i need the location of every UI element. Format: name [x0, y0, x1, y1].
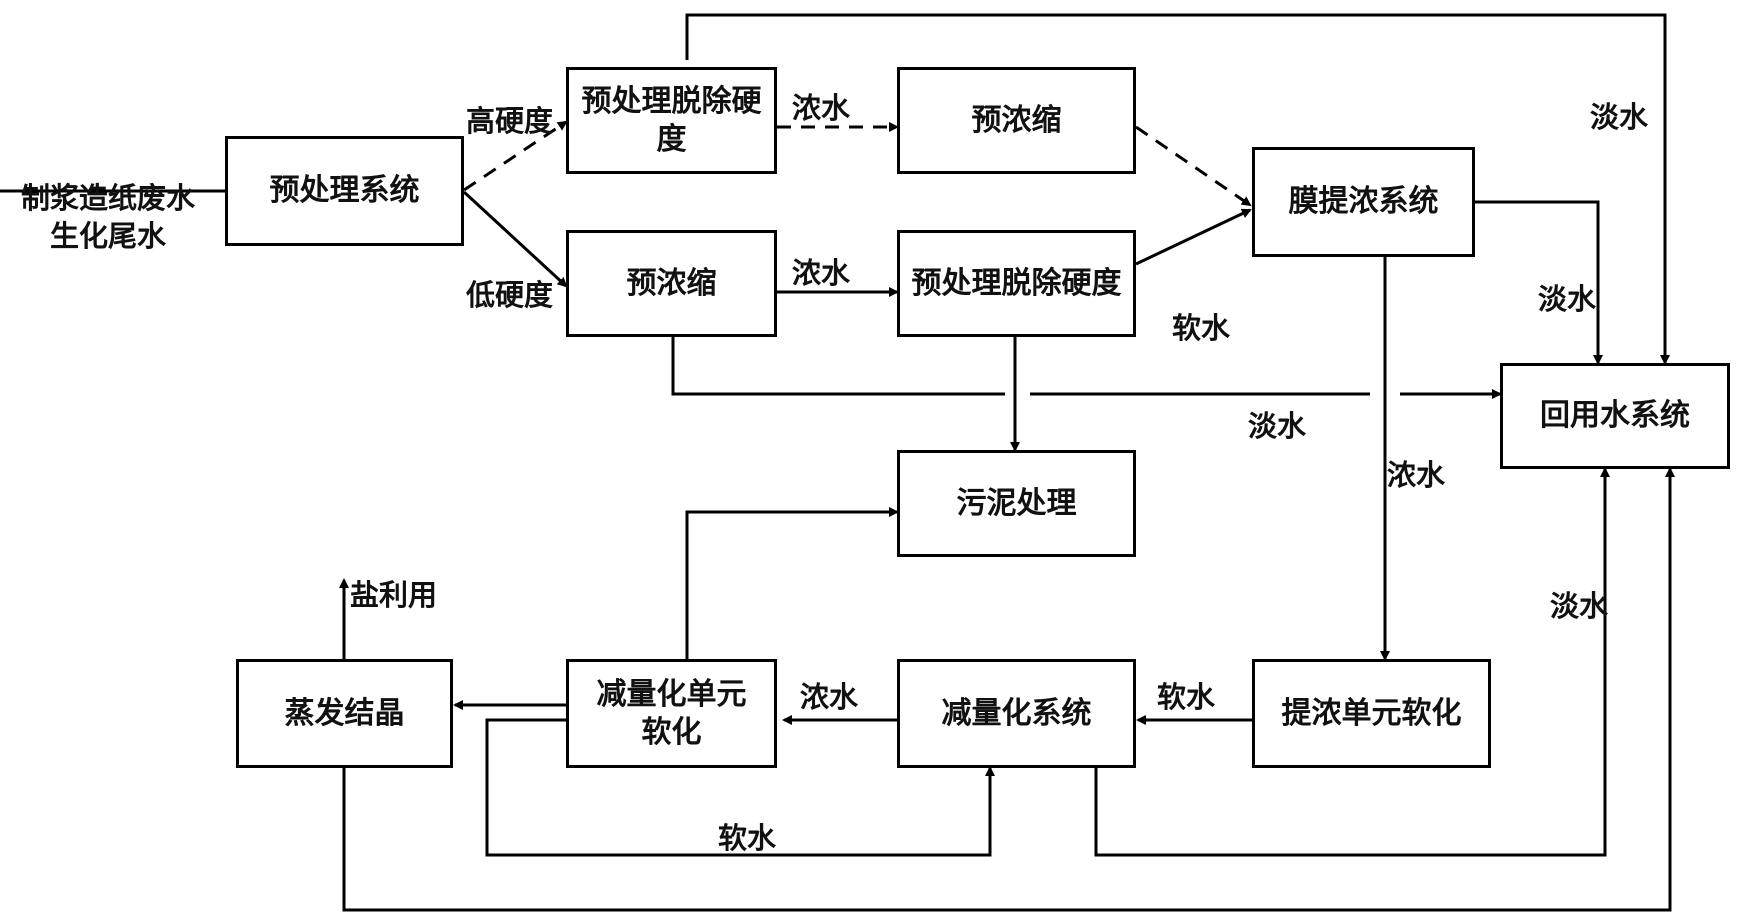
evap-fresh-water-line: [342, 467, 1675, 912]
reduction-fresh-water-line: [1094, 467, 1610, 857]
membrane-concentration-box: 膜提浓系统: [1252, 147, 1475, 257]
high-hardness-label: 高硬度: [466, 104, 554, 138]
fresh-water-top-label: 淡水: [1590, 100, 1649, 134]
fresh-water-right-label: 淡水: [1538, 282, 1597, 316]
conc-water-vert-label: 浓水: [1387, 458, 1446, 492]
pre-concentration-top-box: 预浓缩: [897, 67, 1136, 174]
pre-remove-hardness-top-box: 预处理脱除硬度: [566, 67, 777, 174]
sludge-treatment-box: 污泥处理: [897, 450, 1136, 557]
salt-use-label: 盐利用: [350, 578, 438, 612]
reuse-water-system-box: 回用水系统: [1500, 363, 1730, 469]
conc-water-label-1: 浓水: [792, 91, 851, 125]
evaporation-crystallization-box: 蒸发结晶: [236, 659, 453, 768]
soft-water-label-3: 软水: [718, 821, 777, 855]
soft-water-label-2: 软水: [1157, 680, 1216, 714]
soft-water-loop-line: [485, 718, 995, 857]
concentration-softening-box: 提浓单元软化: [1252, 659, 1491, 768]
pre-concentration-bottom-box: 预浓缩: [566, 230, 777, 337]
conc-water-label-3: 浓水: [800, 680, 859, 714]
input-label: 制浆造纸废水生化尾水: [20, 181, 195, 253]
top-fresh-water-line: [685, 13, 1670, 365]
reduction-system-box: 减量化系统: [897, 659, 1136, 768]
high-hardness-line: [463, 120, 568, 192]
low-hardness-line: [462, 190, 568, 288]
softening-to-sludge-line: [685, 507, 899, 659]
pre-remove-hardness-bottom-box: 预处理脱除硬度: [897, 230, 1136, 337]
low-hardness-label: 低硬度: [466, 278, 554, 312]
fresh-water-mid-label: 淡水: [1248, 409, 1307, 443]
reduction-softening-box: 减量化单元软化: [566, 659, 777, 768]
soft-water-label-1: 软水: [1172, 311, 1231, 345]
conc-water-label-2: 浓水: [792, 256, 851, 290]
mid-fresh-water-line: [671, 337, 1005, 396]
pretreatment-system-box: 预处理系统: [225, 136, 464, 246]
membrane-fresh-water-line: [1475, 200, 1603, 365]
fresh-water-low-label: 淡水: [1550, 589, 1609, 623]
top-to-membrane-line: [1135, 125, 1252, 207]
bottom-to-membrane-line: [1135, 208, 1252, 266]
